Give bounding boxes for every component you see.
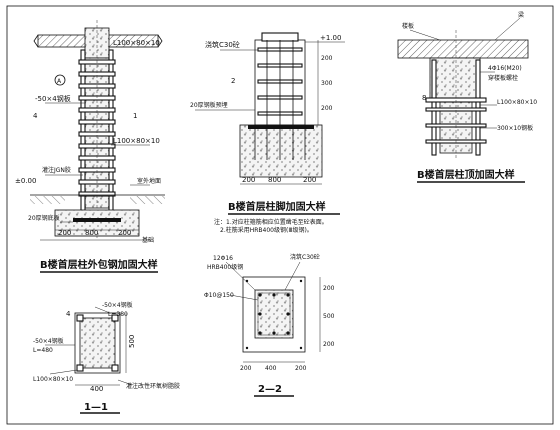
angle-mid-label: L100×80×10	[113, 137, 160, 145]
sec2-dim-v3: 200	[323, 341, 335, 348]
sec1-note: 灌注改性环氧树脂胶	[126, 382, 180, 390]
sec2-stirrup: Φ10@150	[204, 292, 234, 299]
base-dim-v2: 300	[321, 80, 333, 87]
section-mark-right: 1	[133, 112, 137, 120]
elevation-title: B楼首层柱外包钢加固大样	[40, 258, 158, 271]
base-top-label: 浇筑C30砼	[205, 40, 240, 49]
sec2-title: 2—2	[258, 384, 282, 395]
top-detail: 楼板 梁 4Φ16(M20) 穿楼板螺栓 L100×80×10 300×10钢板…	[397, 11, 537, 183]
base-level-label: +1.00	[320, 34, 341, 42]
base-note-1: 注：1.对应柱箍筋相应位置凿毛至砼表面。	[214, 218, 328, 226]
top-beam-label: 梁	[518, 11, 524, 19]
sec2-dim-v2: 500	[323, 313, 335, 320]
outdoor-label: 室外地面	[137, 177, 161, 185]
base-plate-label: 20厚钢板预埋	[190, 101, 228, 109]
zero-level-label: ±0.00	[15, 177, 36, 185]
bed-label: 基础	[142, 236, 154, 244]
base-dim-v3: 200	[321, 105, 333, 112]
base-title: B楼首层柱脚加固大样	[228, 200, 326, 213]
sheet-frame	[6, 5, 554, 425]
top-angle-label: L100×80×10	[497, 99, 537, 106]
sec2-dim-v1: 200	[323, 285, 335, 292]
sec2-top-right: 浇筑C30砼	[290, 253, 320, 261]
marker-4: 4	[33, 112, 38, 120]
sec1-label-a: -50×4钢板	[102, 301, 133, 309]
sec2-top-left-a: 12Φ16	[213, 255, 233, 262]
top-slab-right	[397, 39, 529, 59]
top-title: B楼首层柱顶加固大样	[417, 168, 515, 181]
top-marker: 8	[422, 94, 426, 102]
marker-a: A	[57, 78, 62, 85]
sec2-top-left-b: HRB400级钢	[207, 263, 243, 271]
sec1-label-c: -50×4钢板	[33, 337, 64, 345]
dim-right: 200	[118, 229, 131, 237]
base-plate-label: 20厚钢底板	[28, 214, 60, 222]
top-batten-label: 300×10钢板	[497, 124, 533, 132]
base-dim-h3: 200	[303, 176, 316, 184]
sec2-dim-h2: 400	[265, 365, 277, 372]
base-note-2: 2.柱筋采用HRB400级钢(Ⅲ级钢)。	[220, 226, 313, 234]
sec1-title: 1—1	[84, 402, 108, 413]
dim-mid: 800	[85, 229, 98, 237]
top-slab-label: 楼板	[402, 22, 414, 30]
sec1-dim-right: 500	[128, 335, 136, 348]
base-dim-h1: 200	[242, 176, 255, 184]
sec1-dim-bottom: 400	[90, 385, 103, 393]
grout-label: 灌注JGN胶	[42, 166, 71, 174]
sec1-label-b: L=380	[108, 311, 128, 318]
base-left-num: 2	[231, 77, 235, 85]
sec2-dim-h3: 200	[295, 365, 307, 372]
elevation-detail: L100×80×10 -50×4钢板 L100×80×10 ±0.00 灌注JG…	[15, 20, 165, 273]
base-dim-v1: 200	[321, 55, 333, 62]
sec2-outer	[242, 276, 306, 353]
section-1-1: -50×4钢板 L=380 -50×4钢板 L=480 L100×80×10 4…	[33, 301, 180, 414]
sec1-corner-angle: L100×80×10	[33, 376, 73, 383]
section-2-2: 12Φ16 HRB400级钢 浇筑C30砼 Φ10@150 200 400 20…	[204, 253, 335, 397]
top-beam-right	[429, 57, 481, 99]
top-plate-label: 穿楼板螺栓	[488, 74, 518, 82]
batten-label: -50×4钢板	[35, 94, 71, 103]
sec1-core	[79, 317, 116, 369]
base-footing	[239, 124, 323, 178]
angle-top-label: L100×80×10	[113, 39, 160, 47]
footing	[54, 209, 140, 237]
base-detail: 200 300 200 200 800 200 浇筑C30砼 +1.00 2 2…	[190, 32, 345, 234]
sec1-outer	[74, 312, 121, 374]
base-plate	[73, 218, 121, 222]
top-bolt-label: 4Φ16(M20)	[488, 65, 522, 72]
sec1-label-d: L=480	[33, 347, 53, 354]
base-dim-h2: 800	[268, 176, 281, 184]
dim-left: 200	[58, 229, 71, 237]
sec1-marker: 4	[66, 310, 71, 318]
sec2-dim-h1: 200	[240, 365, 252, 372]
